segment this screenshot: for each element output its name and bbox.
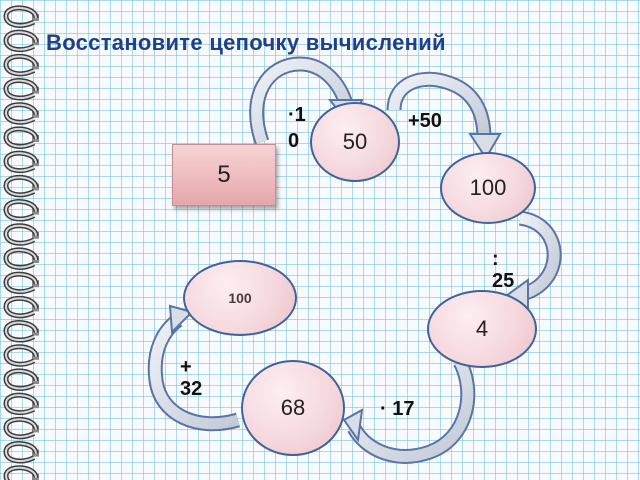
spiral-ring	[3, 199, 39, 222]
spiral-ring	[3, 174, 39, 198]
operation-plus-32: + 32	[180, 356, 202, 400]
operation-divide-25: : 25	[492, 248, 514, 292]
operation-plus-50: +50	[408, 110, 442, 132]
operation-divide-25-line1: :	[492, 248, 499, 270]
circle-4: 4	[427, 290, 537, 368]
spiral-ring	[3, 368, 39, 391]
spiral-ring	[3, 223, 39, 246]
spiral-ring	[3, 29, 39, 53]
spiral-ring	[3, 102, 39, 125]
spiral-ring	[3, 441, 39, 464]
spiral-ring	[3, 126, 39, 149]
spiral-ring	[3, 53, 39, 77]
spiral-ring	[3, 416, 39, 440]
start-value-box: 5	[172, 144, 276, 206]
spiral-ring	[3, 465, 39, 480]
spiral-ring	[3, 150, 39, 174]
operation-multiply-10: ·1 0	[288, 104, 306, 152]
spiral-ring	[3, 271, 39, 295]
spiral-ring	[3, 295, 39, 319]
notebook-spiral-rings	[3, 5, 39, 480]
operation-divide-25-line2: 25	[492, 270, 515, 292]
spiral-ring	[3, 344, 39, 367]
operation-multiply-10-line2: 0	[288, 130, 300, 152]
spiral-ring	[3, 5, 39, 28]
circle-100-left: 100	[183, 260, 297, 336]
circle-68: 68	[241, 360, 345, 456]
operation-multiply-17: · 17	[380, 398, 415, 420]
spiral-ring	[3, 320, 39, 343]
operation-plus-32-line1: +	[180, 356, 192, 378]
circle-50: 50	[310, 102, 400, 182]
circle-100-top: 100	[440, 152, 536, 224]
spiral-ring	[3, 392, 39, 416]
slide-title: Восстановите цепочку вычислений	[46, 30, 446, 55]
spiral-ring	[3, 247, 39, 270]
operation-plus-32-line2: 32	[180, 378, 203, 400]
operation-multiply-10-line1: ·1	[288, 104, 306, 126]
spiral-ring	[3, 78, 39, 101]
